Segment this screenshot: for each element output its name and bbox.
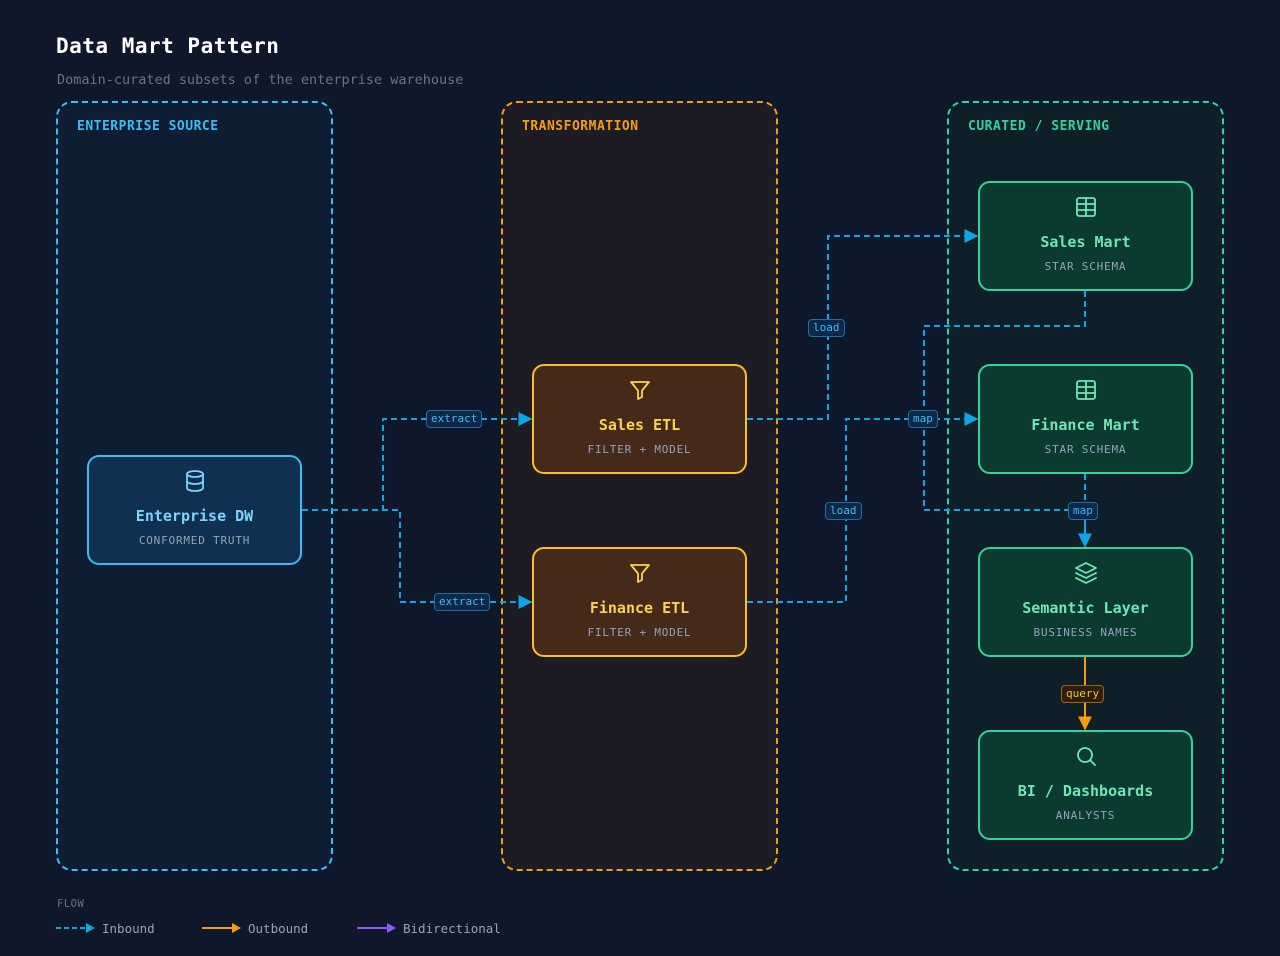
search-icon — [980, 744, 1191, 770]
node-sales-mart[interactable]: Sales Mart STAR SCHEMA — [978, 181, 1193, 291]
node-label: Sales Mart — [1040, 233, 1131, 251]
edge-label-map-finance: map — [1068, 502, 1098, 520]
node-sublabel: STAR SCHEMA — [1044, 260, 1127, 273]
group-label-transformation: TRANSFORMATION — [522, 119, 639, 134]
node-label: Finance Mart — [1031, 416, 1140, 434]
table-icon — [980, 378, 1191, 404]
edge-label-map-sales: map — [908, 410, 938, 428]
node-sublabel: FILTER + MODEL — [587, 626, 692, 639]
legend-label-bidirectional: Bidirectional — [403, 921, 501, 936]
edge-label-load-finance: load — [825, 502, 862, 520]
node-sublabel: CONFORMED TRUTH — [138, 534, 251, 547]
node-bi-dashboards[interactable]: BI / Dashboards ANALYSTS — [978, 730, 1193, 840]
node-label: Semantic Layer — [1022, 599, 1149, 617]
node-label: BI / Dashboards — [1017, 782, 1154, 800]
node-enterprise-dw[interactable]: Enterprise DW CONFORMED TRUTH — [87, 455, 302, 565]
layers-icon — [980, 561, 1191, 587]
node-label: Finance ETL — [589, 599, 690, 617]
edge-extract-sales — [302, 412, 533, 511]
edge-extract-finance — [302, 509, 533, 609]
legend-label-outbound: Outbound — [248, 921, 309, 936]
page-subtitle: Domain-curated subsets of the enterprise… — [57, 72, 464, 88]
node-sublabel: FILTER + MODEL — [587, 443, 692, 456]
group-label-curated-serving: CURATED / SERVING — [968, 119, 1110, 134]
edge-label-query: query — [1061, 685, 1105, 703]
group-label-enterprise-source: ENTERPRISE SOURCE — [77, 119, 219, 134]
node-label: Enterprise DW — [135, 507, 254, 525]
legend-title: FLOW — [57, 898, 85, 910]
table-icon — [980, 195, 1191, 221]
node-sales-etl[interactable]: Sales ETL FILTER + MODEL — [532, 364, 747, 474]
edge-label-extract-finance: extract — [434, 593, 491, 611]
node-sublabel: STAR SCHEMA — [1044, 443, 1127, 456]
filter-icon — [534, 378, 745, 404]
node-sublabel: BUSINESS NAMES — [1033, 626, 1138, 639]
edge-label-extract-sales: extract — [426, 410, 483, 428]
edge-load-finance — [747, 412, 979, 603]
group-transformation: TRANSFORMATION — [501, 101, 778, 871]
node-label: Sales ETL — [598, 416, 681, 434]
node-sublabel: ANALYSTS — [1055, 809, 1116, 822]
edge-load-sales — [747, 229, 979, 420]
node-semantic-layer[interactable]: Semantic Layer BUSINESS NAMES — [978, 547, 1193, 657]
database-icon — [89, 469, 300, 495]
legend-swatch-inbound — [56, 923, 95, 933]
filter-icon — [534, 561, 745, 587]
page-title: Data Mart Pattern — [56, 34, 280, 58]
node-finance-etl[interactable]: Finance ETL FILTER + MODEL — [532, 547, 747, 657]
legend-label-inbound: Inbound — [102, 921, 155, 936]
node-finance-mart[interactable]: Finance Mart STAR SCHEMA — [978, 364, 1193, 474]
legend-swatch-outbound — [202, 923, 241, 933]
legend-swatch-bidirectional — [357, 923, 396, 933]
edge-label-load-sales: load — [808, 319, 845, 337]
